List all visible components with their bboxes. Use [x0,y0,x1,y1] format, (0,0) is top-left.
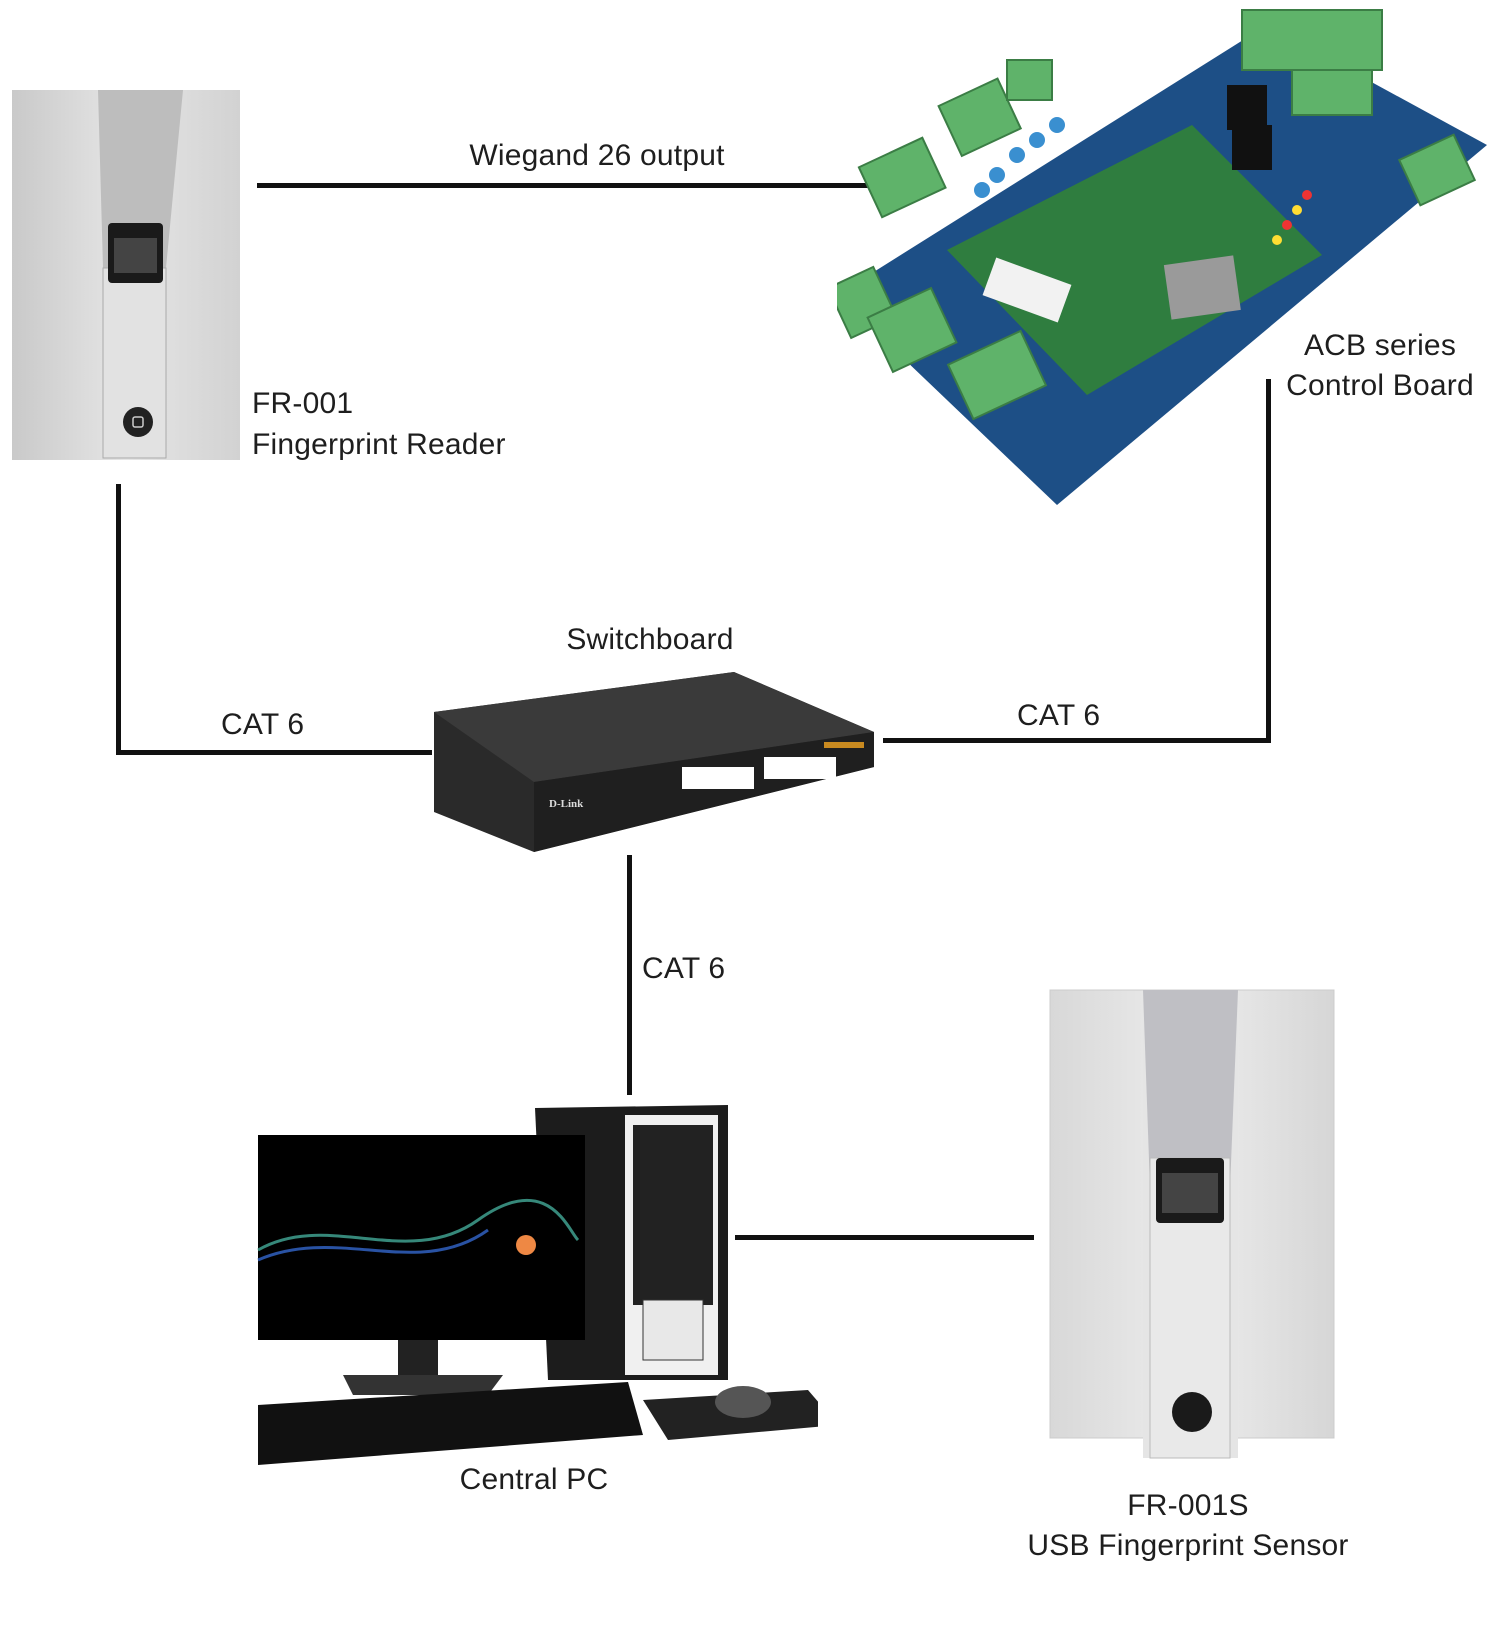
central-pc-image [257,1105,818,1465]
wire-switch-to-board [883,738,1271,743]
cat6-down-label: CAT 6 [642,952,726,985]
dlink-logo: D-Link [549,798,584,810]
network-switch-image: D-Link [434,672,874,852]
wire-board-down [1266,379,1271,743]
reader-name-label: Fingerprint Reader [252,428,506,461]
pc-label: Central PC [459,1463,609,1496]
sensor-name-label: USB Fingerprint Sensor [1027,1529,1349,1562]
wire-pc-to-sensor [735,1235,1034,1240]
control-board-image [837,9,1487,505]
wire-switch-to-pc [627,855,632,1095]
usb-fingerprint-sensor-image [1049,989,1335,1459]
sensor-model-label: FR-001S [1127,1489,1249,1522]
cat6-left-label: CAT 6 [221,708,305,741]
wire-reader-to-board [257,183,900,188]
board-model-label: ACB series [1303,329,1457,362]
wire-reader-to-switch [116,750,432,755]
switch-label: Switchboard [566,623,734,656]
board-name-label: Control Board [1286,369,1474,402]
wire-reader-down [116,484,121,755]
fingerprint-reader-image [12,90,240,460]
wiegand-label: Wiegand 26 output [469,139,725,172]
reader-model-label: FR-001 [252,387,354,420]
cat6-right-label: CAT 6 [1017,699,1101,732]
